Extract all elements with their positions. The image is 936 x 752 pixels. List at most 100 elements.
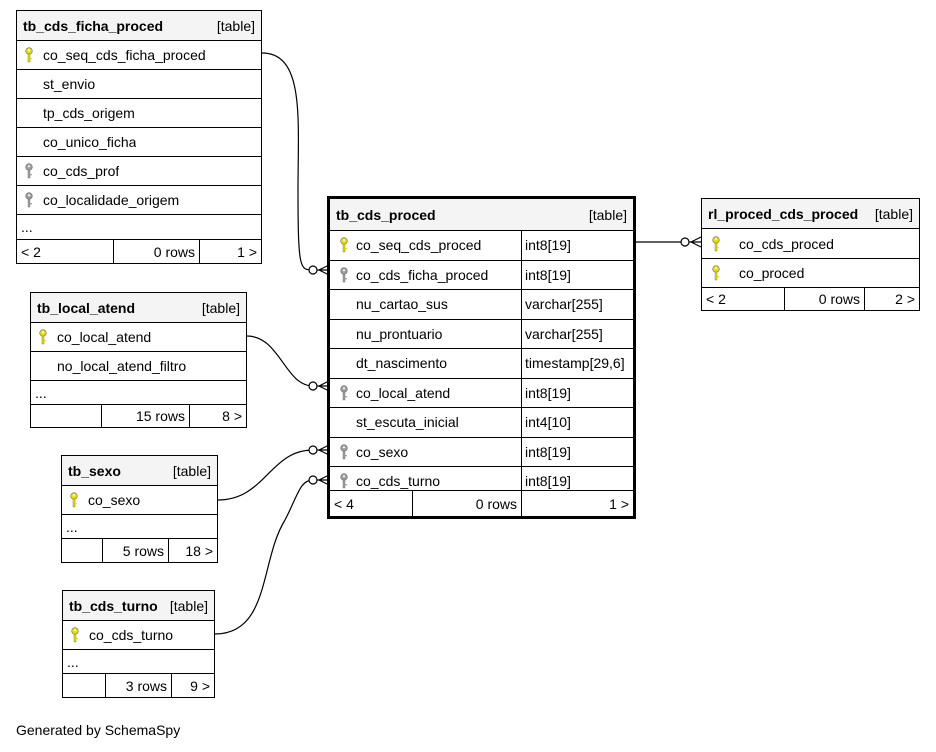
children-count[interactable]: 9 > — [171, 674, 214, 697]
more-columns-row: ... — [62, 514, 217, 538]
column-row[interactable]: tp_cds_origem — [17, 98, 261, 127]
table-header: tb_cds_ficha_proced [table] — [17, 11, 261, 40]
children-count[interactable]: 18 > — [168, 539, 217, 562]
table-header: tb_sexo [table] — [62, 456, 217, 485]
column-type: timestamp[29,6] — [521, 349, 633, 378]
foreign-key-icon — [339, 444, 349, 460]
row-count: 0 rows — [412, 491, 521, 516]
column-name: co_cds_turno — [356, 473, 441, 490]
column-row[interactable]: co_proced — [702, 258, 919, 287]
table-name[interactable]: tb_cds_turno — [69, 597, 158, 614]
table-tb-sexo[interactable]: tb_sexo [table] co_sexo ... 5 rows 18 > — [61, 455, 218, 563]
column-row[interactable]: co_cds_ficha_proced int8[19] — [330, 259, 633, 289]
edge-turno-to-proced — [214, 479, 314, 635]
edge-sexo-to-proced — [217, 449, 314, 501]
table-name[interactable]: rl_proced_cds_proced — [708, 205, 859, 222]
row-count: 0 rows — [784, 288, 864, 310]
primary-key-icon — [69, 492, 79, 508]
parents-count[interactable]: < 4 — [334, 495, 354, 512]
column-row[interactable]: co_cds_proced — [702, 228, 919, 258]
foreign-key-icon — [339, 385, 349, 401]
table-kind: [table] — [874, 205, 913, 222]
column-row[interactable]: co_seq_cds_ficha_proced — [17, 40, 261, 69]
column-row[interactable]: co_sexo — [62, 485, 217, 514]
column-row[interactable]: co_localidade_origem — [17, 185, 261, 214]
table-tb-cds-ficha-proced[interactable]: tb_cds_ficha_proced [table] co_seq_cds_f… — [16, 10, 262, 264]
foreign-key-icon — [339, 473, 349, 489]
foreign-key-icon — [339, 267, 349, 283]
children-count[interactable]: 1 > — [521, 491, 633, 516]
column-name: co_cds_turno — [89, 627, 174, 643]
foreign-key-icon — [24, 163, 34, 179]
parents-count[interactable]: < 2 — [21, 243, 41, 260]
edge-rl-optional-marker — [680, 237, 690, 247]
column-name: co_cds_prof — [43, 163, 120, 179]
column-row[interactable]: co_cds_turno int8[19] — [330, 466, 633, 496]
children-count[interactable]: 8 > — [189, 405, 246, 427]
table-kind: [table] — [169, 597, 208, 614]
column-name: co_seq_cds_proced — [356, 237, 482, 254]
table-name[interactable]: tb_sexo — [68, 462, 121, 479]
row-count: 3 rows — [105, 674, 171, 697]
edge-turno-optional-marker — [308, 475, 318, 485]
column-row[interactable]: co_sexo int8[19] — [330, 436, 633, 466]
column-row[interactable]: co_local_atend int8[19] — [330, 377, 633, 407]
table-rl-proced-cds-proced[interactable]: rl_proced_cds_proced [table] co_cds_proc… — [701, 198, 920, 311]
column-row[interactable]: co_local_atend — [31, 322, 246, 351]
column-type: int8[19] — [521, 467, 633, 496]
column-row[interactable]: co_cds_turno — [63, 620, 214, 649]
more-columns-row: ... — [17, 214, 261, 239]
table-tb-cds-turno[interactable]: tb_cds_turno [table] co_cds_turno ... 3 … — [62, 590, 215, 698]
column-name: co_localidade_origem — [43, 192, 180, 208]
table-kind: [table] — [588, 206, 627, 223]
children-count[interactable]: 1 > — [199, 240, 261, 263]
column-row[interactable]: st_envio — [17, 69, 261, 98]
primary-key-icon — [38, 329, 48, 345]
column-type: int8[19] — [521, 378, 633, 407]
primary-key-icon — [711, 235, 721, 252]
column-name: co_sexo — [356, 443, 409, 460]
column-type: varchar[255] — [521, 319, 633, 348]
row-count: 5 rows — [102, 539, 168, 562]
column-name: co_proced — [739, 265, 805, 281]
row-count: 0 rows — [113, 240, 199, 263]
column-name: no_local_atend_filtro — [57, 358, 187, 374]
column-row[interactable]: no_local_atend_filtro — [31, 351, 246, 380]
table-name[interactable]: tb_cds_proced — [336, 206, 436, 223]
primary-key-icon — [70, 627, 80, 643]
parents-count[interactable]: < 2 — [706, 291, 726, 307]
column-name: co_cds_ficha_proced — [356, 266, 489, 283]
children-count[interactable]: 2 > — [864, 288, 919, 310]
table-kind: [table] — [172, 462, 211, 479]
column-name: co_local_atend — [356, 384, 451, 401]
edge-ficha-to-proced — [261, 52, 314, 271]
column-row[interactable]: co_unico_ficha — [17, 127, 261, 156]
column-row[interactable]: co_cds_prof — [17, 156, 261, 185]
column-type: int4[10] — [521, 408, 633, 437]
table-footer: 15 rows 8 > — [31, 404, 246, 427]
ellipsis: ... — [35, 384, 47, 401]
table-tb-local-atend[interactable]: tb_local_atend [table] co_local_atend no… — [30, 292, 247, 428]
table-header: tb_cds_proced [table] — [330, 199, 633, 230]
table-footer: < 2 0 rows 1 > — [17, 239, 261, 263]
column-type: int8[19] — [521, 260, 633, 289]
ellipsis: ... — [66, 518, 78, 535]
table-name[interactable]: tb_cds_ficha_proced — [23, 17, 164, 34]
column-type: int8[19] — [521, 437, 633, 466]
column-name: co_sexo — [88, 492, 141, 508]
column-name: tp_cds_origem — [43, 105, 135, 121]
table-header: rl_proced_cds_proced [table] — [702, 199, 919, 228]
table-footer: 5 rows 18 > — [62, 538, 217, 562]
column-name: st_envio — [43, 76, 96, 92]
table-name[interactable]: tb_local_atend — [37, 299, 136, 316]
primary-key-icon — [711, 265, 721, 281]
table-footer: < 4 0 rows 1 > — [330, 490, 633, 516]
row-count: 15 rows — [101, 405, 189, 427]
